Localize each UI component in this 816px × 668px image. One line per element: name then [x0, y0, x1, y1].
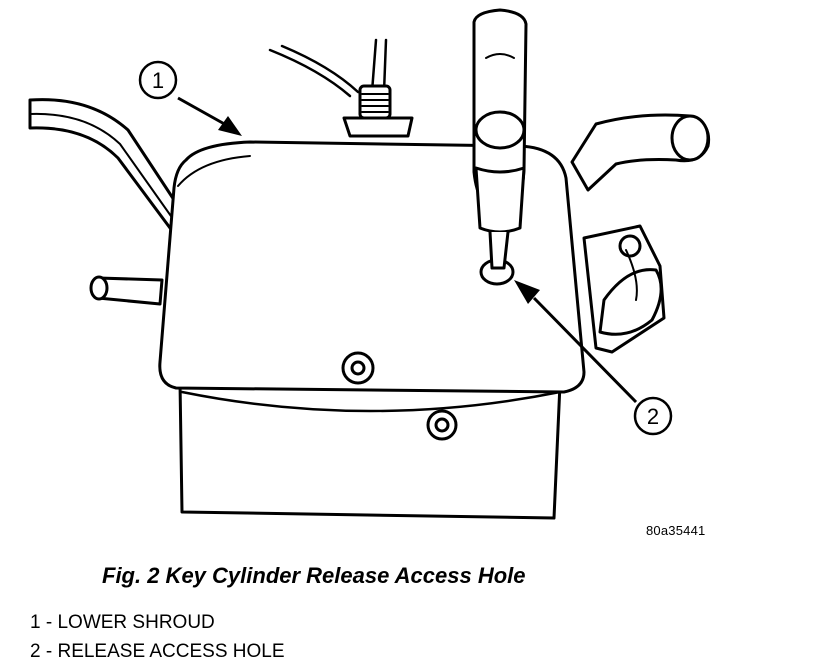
legend-separator: - [40, 641, 58, 662]
legend-label: RELEASE ACCESS HOLE [57, 641, 285, 662]
legend-separator: - [40, 612, 58, 633]
left-stub-shaft [89, 275, 164, 306]
steering-column-illustration: 1 2 [28, 8, 711, 520]
tilt-lever [28, 98, 184, 238]
callout-1-number: 1 [152, 68, 164, 93]
callout-1: 1 [138, 60, 242, 136]
key-cylinder [582, 224, 666, 354]
legend-item-1: 1 - LOWER SHROUD [30, 608, 285, 637]
legend-list: 1 - LOWER SHROUD 2 - RELEASE ACCESS HOLE [30, 608, 285, 666]
legend-label: LOWER SHROUD [57, 612, 215, 633]
legend-number: 1 [30, 612, 41, 633]
figure-id-code: 80a35441 [646, 523, 706, 538]
figure-caption: Fig. 2 Key Cylinder Release Access Hole [102, 563, 526, 588]
punch-tool [472, 8, 528, 270]
wires [268, 38, 388, 98]
legend-number: 2 [30, 641, 41, 662]
column-lower-body [178, 380, 562, 520]
callout-2-number: 2 [647, 404, 659, 429]
spring-connector [342, 84, 414, 138]
legend-item-2: 2 - RELEASE ACCESS HOLE [30, 637, 285, 666]
callout-2: 2 [514, 280, 673, 436]
right-side-tube [570, 113, 711, 192]
